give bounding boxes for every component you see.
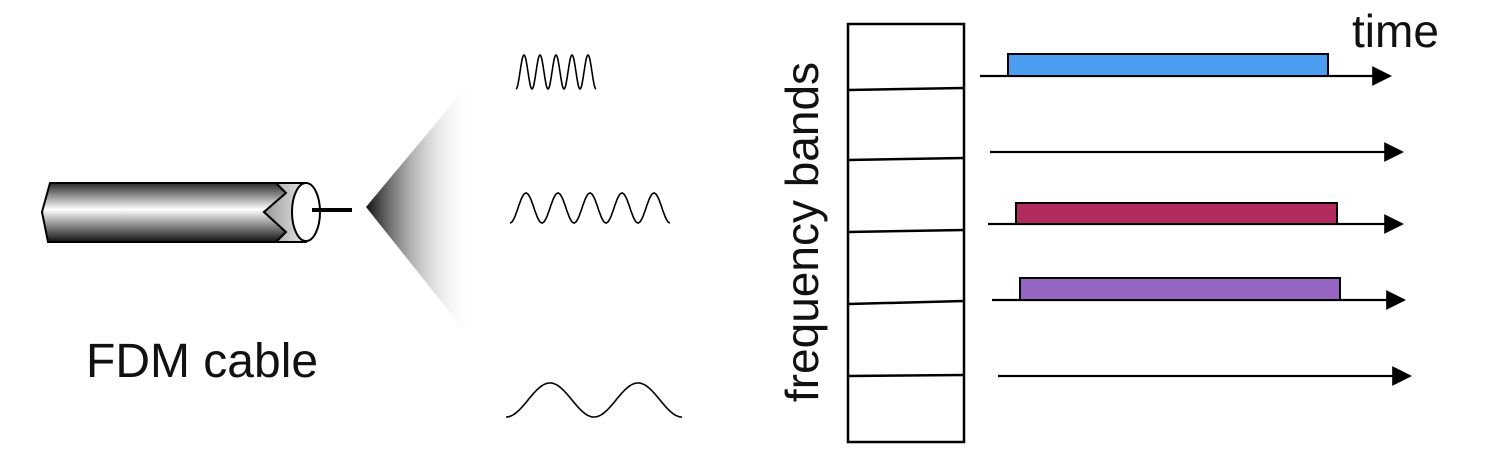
high-frequency-wave-icon <box>515 54 597 90</box>
occupancy-bar-band-3 <box>1015 202 1338 225</box>
band-divider <box>847 156 965 162</box>
cable-label: FDM cable <box>86 335 319 388</box>
frequency-band-column <box>846 22 966 444</box>
time-axis-label: time <box>1352 5 1439 57</box>
occupancy-bar-band-4 <box>1019 277 1341 301</box>
band-divider <box>847 299 965 306</box>
coax-cable-icon <box>40 182 352 243</box>
occupancy-bar-band-1 <box>1007 53 1329 77</box>
band-column-frame <box>846 22 966 444</box>
frequency-axis-label: frequency bands <box>776 61 828 403</box>
low-frequency-wave-icon <box>506 382 682 418</box>
cable-body <box>40 182 288 243</box>
signal-spread-fan <box>366 80 472 340</box>
band-divider <box>847 373 965 378</box>
medium-frequency-wave-icon <box>509 192 671 224</box>
band-divider <box>847 228 965 234</box>
band-time-axes <box>980 66 1412 386</box>
band-occupancy-bars <box>1007 53 1341 301</box>
signal-waves <box>506 54 682 418</box>
band-divider <box>847 86 965 92</box>
